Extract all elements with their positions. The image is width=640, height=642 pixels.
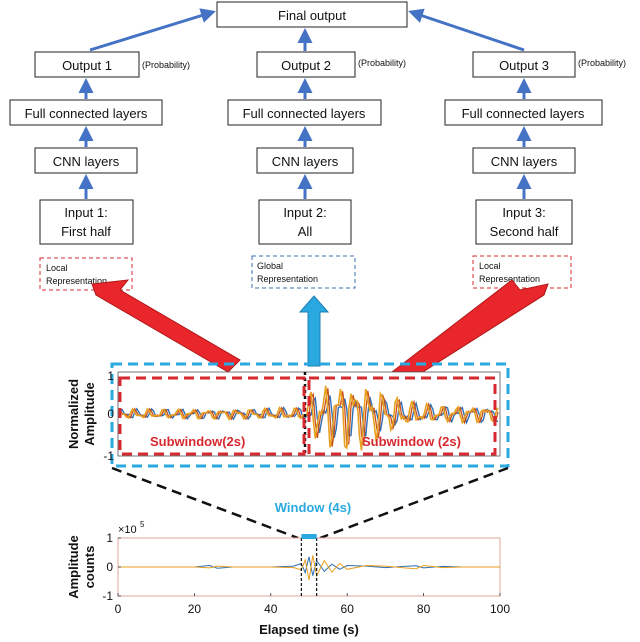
flow-arrows (78, 8, 532, 199)
input-1-line1: Input 1: (64, 205, 107, 220)
rep-2-line2: Representation (257, 274, 318, 284)
cyan-arrow-up (298, 295, 330, 367)
output-3-label: Output 3 (499, 58, 549, 73)
arrow-output3-final (408, 8, 525, 52)
branch-3: Output 3 (Probability) Full connected la… (444, 51, 626, 289)
window-label: Window (4s) (275, 500, 351, 515)
arrow-output1-final (89, 8, 216, 52)
x-tick-label: 40 (264, 602, 278, 616)
probability-1-label: (Probability) (142, 60, 190, 70)
cnn-layers-3-label: CNN layers (491, 154, 558, 169)
input-2-line2: All (298, 224, 313, 239)
fc-layers-1-box (9, 99, 163, 126)
x-tick-label: 0 (115, 602, 122, 616)
window-ytick-1: 1 (107, 369, 114, 383)
subwindow-right-box (307, 376, 497, 456)
local-representation-1-box (39, 257, 133, 291)
x-tick-label: 80 (417, 602, 431, 616)
x-tick-label: 20 (188, 602, 202, 616)
subwindow-left-box (118, 376, 306, 456)
zoom-line-left (111, 466, 299, 540)
rep-3-line1: Local (479, 261, 501, 271)
rep-1-line2: Representation (46, 276, 107, 286)
output-2-box (256, 51, 356, 78)
fc-layers-2-label: Full connected layers (243, 106, 366, 121)
branch-1: Output 1 (Probability) Full connected la… (9, 51, 190, 291)
red-arrow-right (391, 279, 549, 385)
fc-layers-3-box (444, 99, 603, 126)
window-ylabel-line1: Normalized (66, 379, 81, 449)
subwindow-right-label: Subwindow (2s) (362, 434, 461, 449)
input-2-line1: Input 2: (283, 205, 326, 220)
output-1-label: Output 1 (62, 58, 112, 73)
zoom-line-right (319, 466, 509, 540)
y-tick-label: 1 (106, 531, 113, 545)
red-arrow-left (91, 279, 241, 373)
window-plot: Subwindow(2s) Subwindow (2s) 1 0 -1 Norm… (66, 362, 510, 468)
final-output-box (216, 1, 408, 28)
branch-2: Output 2 (Probability) Full connected la… (227, 51, 406, 289)
probability-3-label: (Probability) (578, 58, 626, 68)
probability-2-label: (Probability) (358, 58, 406, 68)
y-tick-label: 0 (106, 560, 113, 574)
input-1-line2: First half (61, 224, 111, 239)
output-1-box (34, 51, 140, 78)
y-tick-label: -1 (102, 589, 113, 603)
cnn-layers-1-box (34, 147, 138, 174)
bottom-xlabel: Elapsed time (s) (259, 622, 359, 637)
fc-layers-2-box (227, 99, 382, 126)
exponent-power: 5 (140, 520, 145, 529)
exponent-label: ×10 (118, 524, 137, 536)
bottom-ylabel-line2: counts (82, 546, 97, 589)
x-tick-label: 100 (490, 602, 510, 616)
local-representation-3-box (472, 255, 572, 289)
cnn-layers-2-box (256, 147, 354, 174)
rep-1-line1: Local (46, 263, 68, 273)
output-3-box (472, 51, 576, 78)
x-tick-label: 60 (341, 602, 355, 616)
window-ytick-neg1: -1 (103, 449, 114, 463)
global-representation-box (251, 255, 356, 289)
input-2-box (258, 199, 352, 245)
input-3-line1: Input 3: (502, 205, 545, 220)
bottom-window-marks (300, 534, 318, 596)
fc-layers-1-label: Full connected layers (25, 106, 148, 121)
window-ylabel-line2: Amplitude (82, 382, 97, 446)
rep-2-line1: Global (257, 261, 283, 271)
input-1-box (39, 199, 134, 245)
final-output-label: Final output (278, 8, 346, 23)
cnn-layers-3-box (472, 147, 576, 174)
bottom-ylabel-line1: Amplitude (66, 535, 81, 599)
window-box (110, 362, 510, 468)
fc-layers-3-label: Full connected layers (462, 106, 585, 121)
window-highlight-bar (301, 534, 317, 539)
window-ytick-0: 0 (107, 407, 114, 421)
subwindow-left-label: Subwindow(2s) (150, 434, 245, 449)
input-3-box (475, 199, 573, 245)
rep-3-line2: Representation (479, 274, 540, 284)
output-2-label: Output 2 (281, 58, 331, 73)
cnn-layers-2-label: CNN layers (272, 154, 339, 169)
input-3-line2: Second half (490, 224, 559, 239)
cnn-layers-1-label: CNN layers (53, 154, 120, 169)
